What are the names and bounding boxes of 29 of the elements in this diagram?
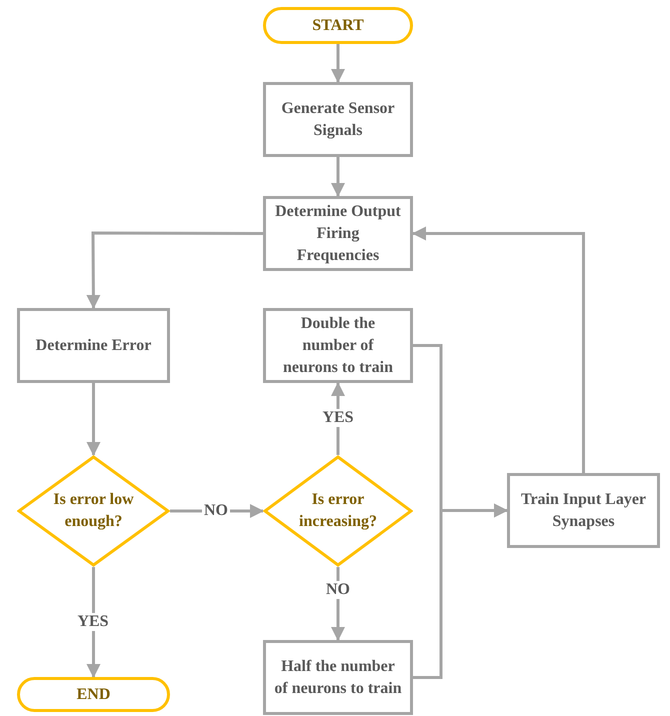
edge-label: YES bbox=[320, 409, 356, 427]
process-box bbox=[263, 196, 413, 271]
decision-diamond bbox=[263, 455, 413, 567]
arrow bbox=[331, 157, 345, 197]
node-text: Generate Sensor Signals bbox=[280, 98, 396, 140]
node-text: START bbox=[312, 16, 364, 36]
process-box bbox=[263, 308, 413, 383]
process-box bbox=[507, 473, 660, 548]
node-text: Half the number of neurons to train bbox=[274, 656, 402, 698]
node-text: Determine Output Firing Frequencies bbox=[274, 202, 402, 266]
node-text: END bbox=[76, 684, 110, 704]
process-box bbox=[263, 82, 413, 157]
node-text: Is error low enough? bbox=[52, 490, 135, 532]
edge-label: YES bbox=[75, 613, 111, 631]
node-text: Train Input Layer Synapses bbox=[520, 490, 648, 532]
decision-diamond bbox=[17, 455, 170, 567]
arrow bbox=[86, 232, 263, 309]
arrow bbox=[86, 383, 100, 456]
arrow bbox=[413, 504, 508, 679]
arrow bbox=[412, 226, 585, 473]
node-text: Double the number of neurons to train bbox=[282, 314, 394, 378]
edge-label: NO bbox=[324, 581, 352, 599]
node-text: Determine Error bbox=[36, 336, 152, 356]
terminal-box bbox=[263, 7, 413, 44]
process-box bbox=[263, 640, 413, 715]
arrow bbox=[331, 44, 345, 83]
terminal-box bbox=[17, 677, 170, 712]
node-text: Is error increasing? bbox=[298, 490, 378, 532]
process-box bbox=[17, 308, 170, 383]
